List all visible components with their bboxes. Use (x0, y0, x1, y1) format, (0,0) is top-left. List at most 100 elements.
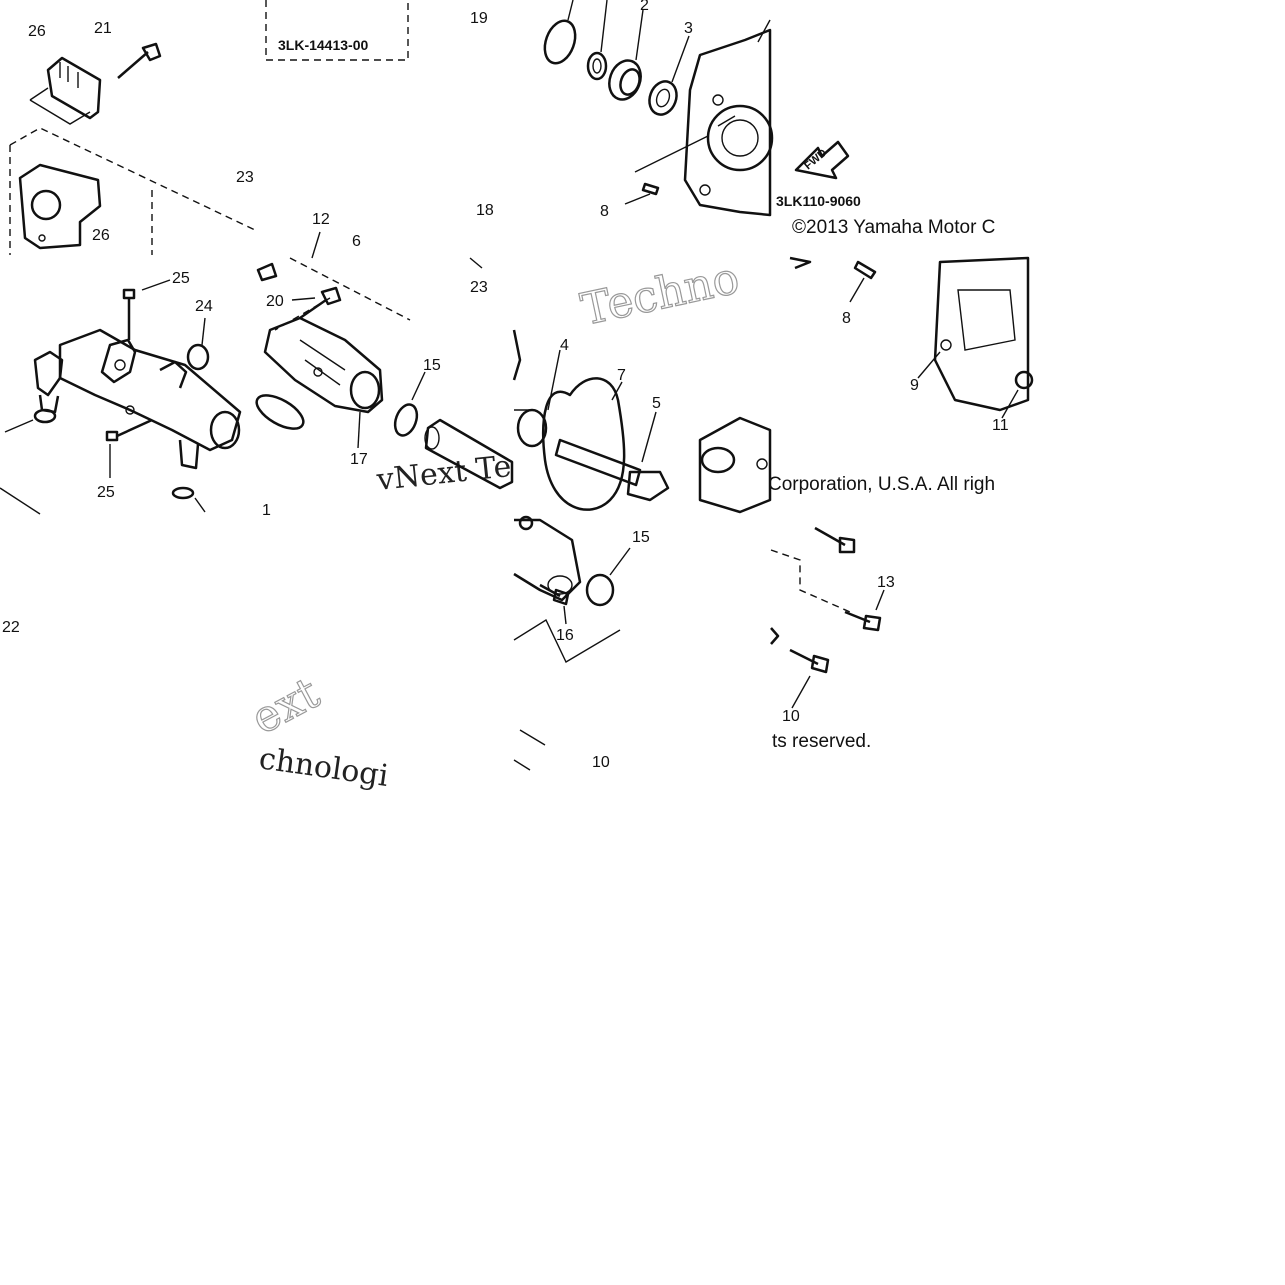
bolt-10 (789, 648, 830, 709)
bracket-26-large (18, 163, 102, 250)
bolt-13a (814, 526, 856, 554)
leader-25a (141, 279, 171, 291)
leader-cover (757, 19, 771, 43)
callout-20: 20 (266, 293, 284, 310)
callout-19: 19 (470, 10, 488, 27)
callout-26b: 26 (92, 227, 110, 244)
leader-23b (469, 257, 483, 269)
leader-12 (311, 231, 321, 259)
outlet-fitting (698, 416, 772, 514)
part-code-b: 3LK110-9060 (776, 193, 861, 209)
seal-3 (648, 80, 678, 116)
callout-13: 13 (877, 574, 895, 591)
fwd-label: FWD (802, 147, 829, 172)
callout-17: 17 (350, 451, 368, 468)
dash-group-13 (770, 549, 851, 613)
callout-12: 12 (312, 211, 330, 228)
leader-15a (411, 371, 426, 401)
oring-bottom (171, 486, 195, 500)
fwd-arrow (794, 140, 850, 180)
callout-4: 4 (560, 337, 569, 354)
lower-lines (513, 729, 546, 771)
callout-23b: 23 (470, 279, 488, 296)
oring-15a (393, 403, 419, 437)
callout-18: 18 (476, 202, 494, 219)
bracket-26-top (46, 56, 102, 120)
leader-7 (611, 381, 623, 401)
callout-23a: 23 (236, 169, 254, 186)
leader-26a (29, 87, 91, 125)
bolt-21 (117, 42, 162, 79)
edge-mark (770, 627, 780, 645)
callout-3: 3 (684, 20, 693, 37)
nut-11 (1001, 370, 1034, 419)
leaders-top (567, 0, 690, 83)
bolt-25a (122, 288, 136, 340)
callout-21: 21 (94, 20, 112, 37)
pump-cover (683, 28, 774, 217)
leader-5 (641, 411, 657, 463)
copyright-line-2: Corporation, U.S.A. All righ (768, 474, 995, 495)
code-box-a (265, 0, 409, 61)
callout-25a: 25 (172, 270, 190, 287)
copyright-line-3: ts reserved. (772, 731, 871, 752)
oring-1 (543, 19, 577, 65)
bolt-top (256, 262, 278, 282)
dowel-8b (849, 260, 877, 303)
callout-25b: 25 (97, 484, 115, 501)
bolt-16 (539, 583, 570, 625)
bracket-16 (513, 618, 621, 663)
edge-black (789, 256, 812, 270)
part-code-a: 3LK-14413-00 (278, 37, 368, 53)
copyright-line-1: ©2013 Yamaha Motor C (792, 217, 995, 238)
callout-16: 16 (556, 627, 574, 644)
leader-22-line (0, 487, 41, 515)
elbow-fitting (513, 518, 582, 602)
bearing-center (608, 59, 642, 101)
callout-7: 7 (617, 367, 626, 384)
leader-bottom (194, 497, 206, 513)
bolt-13b (844, 589, 885, 632)
callout-5: 5 (652, 395, 661, 412)
leader-15b (609, 547, 631, 576)
callout-6: 6 (352, 233, 361, 250)
leader-left (4, 419, 34, 433)
callout-2: 2 (640, 0, 649, 14)
watermark-chnologi: chnologi (257, 741, 391, 794)
housing-17 (263, 316, 384, 414)
leader-20 (291, 297, 316, 301)
callout-22: 22 (2, 619, 20, 636)
callout-8a: 8 (600, 203, 609, 220)
leader-4 (547, 349, 561, 411)
callout-8b: 8 (842, 310, 851, 327)
oring-left (33, 408, 57, 424)
watermark-techno: Techno (577, 253, 744, 336)
gasket-7 (542, 377, 626, 511)
dash-group-1 (9, 127, 256, 231)
watermark-ext: ext (243, 667, 328, 744)
edge-part (512, 329, 522, 381)
callout-11: 11 (992, 417, 1009, 434)
leader-17 (357, 411, 361, 449)
leader-9 (917, 351, 941, 379)
impeller-4 (514, 408, 548, 448)
callout-15b: 15 (632, 529, 650, 546)
callout-26a: 26 (28, 23, 46, 40)
seal-2 (586, 51, 608, 81)
bolt-25b (105, 418, 153, 478)
water-pipe-assembly (33, 328, 242, 470)
oring-24 (186, 343, 210, 371)
callout-1: 1 (262, 502, 271, 519)
pump-housing-9 (933, 256, 1030, 412)
washer (518, 515, 534, 531)
pipe-tube (424, 418, 514, 490)
oring-18b (255, 394, 305, 430)
callout-15a: 15 (423, 357, 441, 374)
callout-9: 9 (910, 377, 919, 394)
dash-group-2 (9, 145, 153, 255)
callout-10b: 10 (782, 708, 800, 725)
leader-24 (201, 317, 206, 346)
dowel-8a (624, 115, 736, 205)
